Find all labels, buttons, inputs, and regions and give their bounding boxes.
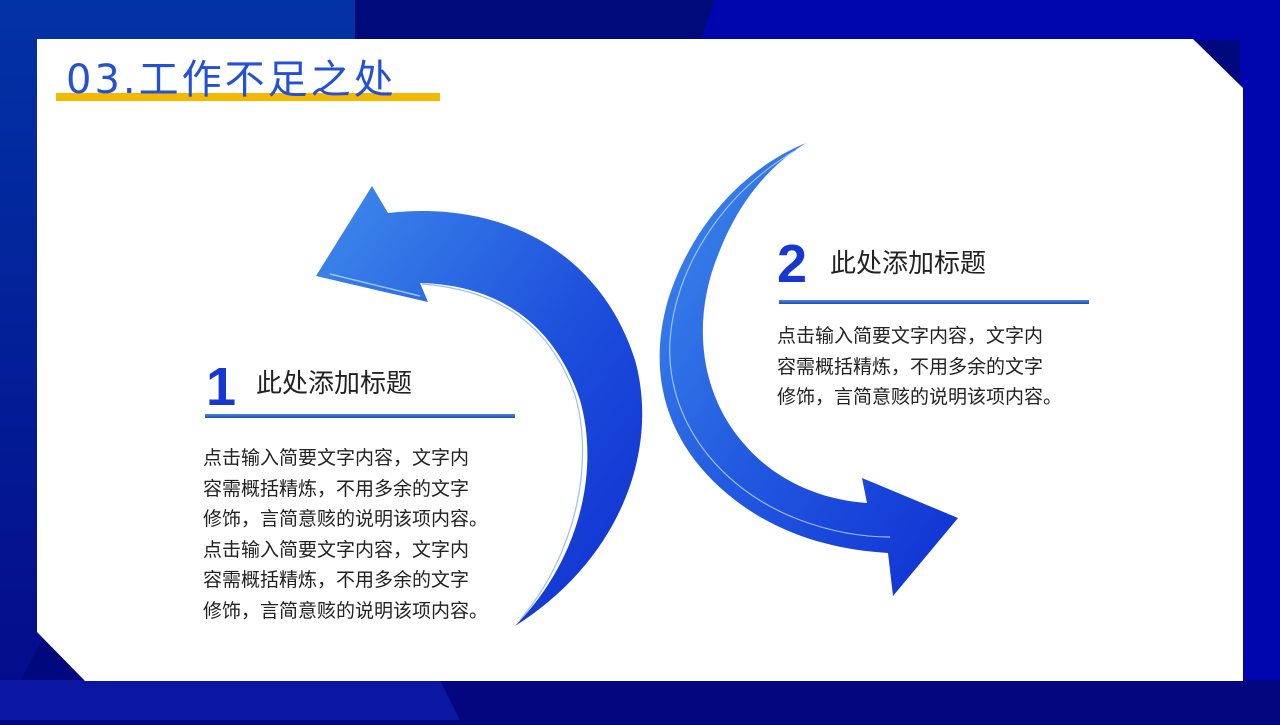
description-line: 点击输入简要文字内容，文字内 xyxy=(777,325,1044,347)
description-line: 修饰，言简意赅的说明该项内容。 xyxy=(777,386,1063,408)
curved-arrow-left-icon xyxy=(316,186,643,626)
curved-arrow-right-icon xyxy=(659,143,958,596)
slide-title: 03.工作不足之处 xyxy=(66,57,397,103)
point-1-description: 点击输入简要文字内容，文字内 容需概括精炼，不用多余的文字 修饰，言简意赅的说明… xyxy=(203,443,488,626)
description-line: 修饰，言简意赅的说明该项内容。 xyxy=(203,508,489,530)
slide-title-group: 03.工作不足之处 xyxy=(56,56,441,104)
point-2-heading: 此处添加标题 xyxy=(830,249,987,279)
description-line: 容需概括精炼，不用多余的文字 xyxy=(777,355,1044,378)
description-line: 容需概括精炼，不用多余的文字 xyxy=(203,569,470,591)
title-underline-highlight xyxy=(56,93,440,101)
point-1-divider xyxy=(205,414,515,418)
description-line: 点击输入简要文字内容，文字内 xyxy=(203,538,470,561)
point-1-number: 1 xyxy=(206,357,237,417)
point-2-number: 2 xyxy=(777,234,808,294)
point-1-heading: 此处添加标题 xyxy=(256,369,413,399)
point-2-divider xyxy=(779,300,1089,304)
description-line: 容需概括精炼，不用多余的文字 xyxy=(203,477,470,500)
description-line: 点击输入简要文字内容，文字内 xyxy=(203,447,470,469)
point-2-description: 点击输入简要文字内容，文字内 容需概括精炼，不用多余的文字 修饰，言简意赅的说明… xyxy=(777,321,1062,413)
description-line: 修饰，言简意赅的说明该项内容。 xyxy=(203,599,489,622)
